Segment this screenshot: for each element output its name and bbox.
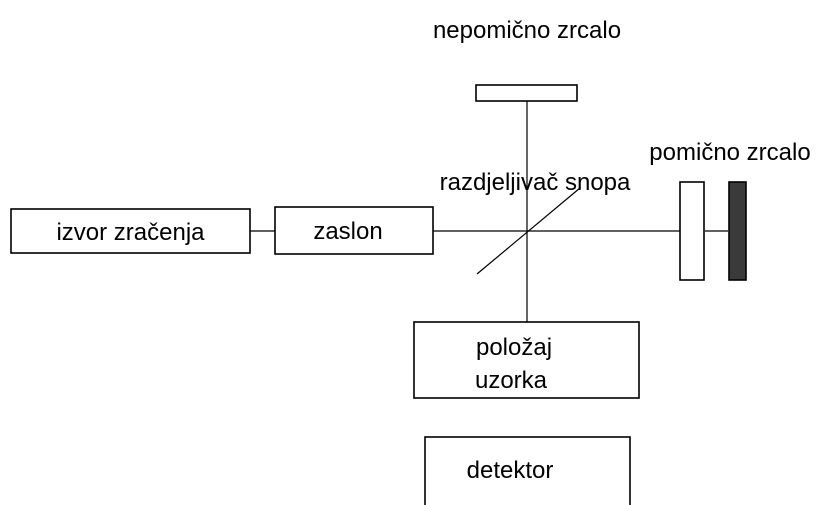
source-label: izvor zračenja: [56, 219, 205, 246]
fixed-mirror-label: nepomično zrcalo: [433, 17, 621, 44]
sample-position-label-line1: položaj: [476, 334, 552, 361]
beam-splitter-line: [476, 187, 581, 275]
source-box: [10, 208, 251, 254]
sample-position-label-line2: uzorka: [475, 367, 548, 394]
detector-label: detektor: [467, 457, 554, 484]
aperture-label: zaslon: [313, 218, 382, 245]
fixed-mirror: [475, 84, 578, 102]
aperture-box: [274, 206, 434, 255]
movable-mirror: [728, 181, 747, 281]
beam-splitter-label: razdjeljivač snopa: [440, 169, 631, 196]
movable-mirror-plate: [679, 181, 705, 281]
movable-mirror-label: pomično zrcalo: [649, 139, 810, 166]
detector-box: [424, 436, 631, 505]
sample-position-box: [413, 321, 640, 399]
